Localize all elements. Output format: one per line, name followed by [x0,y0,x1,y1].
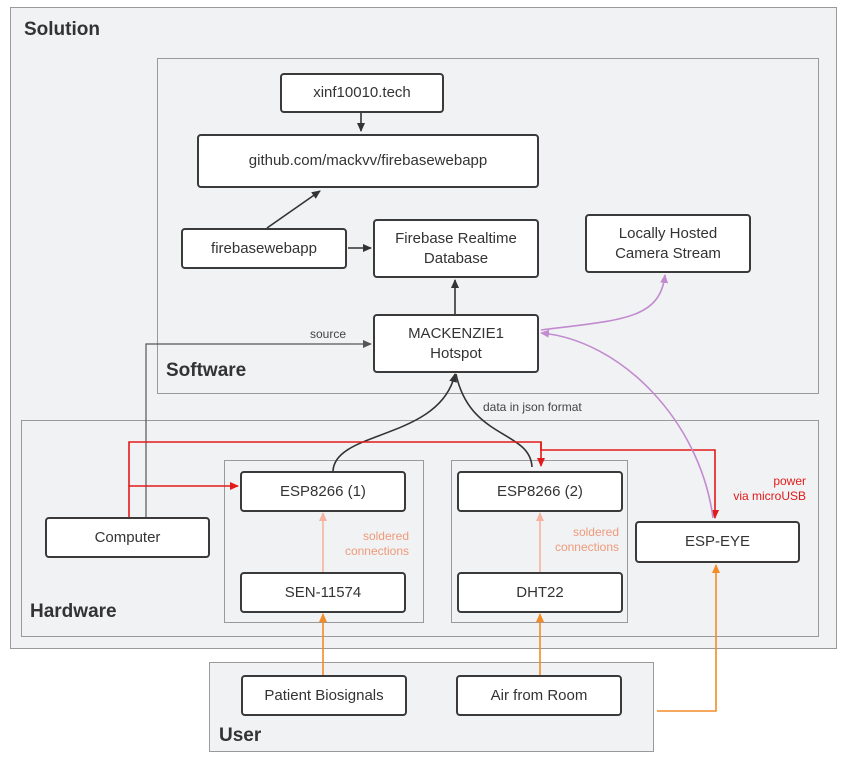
node-firebasewebapp-label: firebasewebapp [211,239,317,257]
node-hotspot: MACKENZIE1 Hotspot [373,314,539,373]
node-air-label: Air from Room [490,686,588,704]
label-soldered-2-line1: soldered [572,525,619,539]
node-sen-11574: SEN-11574 [240,572,406,613]
label-source: source [310,327,347,341]
label-soldered-2: soldered connections [540,525,619,555]
label-soldered-1-line1: soldered [362,529,409,543]
node-esp8266-1: ESP8266 (1) [240,471,406,512]
node-esp1-label: ESP8266 (1) [280,482,366,500]
hardware-title: Hardware [30,601,117,622]
node-firebasewebapp: firebasewebapp [181,228,347,269]
node-computer: Computer [45,517,210,558]
user-title: User [219,725,262,746]
label-power: power via microUSB [720,474,806,504]
label-soldered-2-line2: connections [554,540,619,554]
node-firebase-db-line1: Firebase Realtime [395,229,517,247]
node-camera-line1: Locally Hosted [618,224,718,242]
node-dht-label: DHT22 [516,583,564,601]
node-hotspot-line1: MACKENZIE1 [408,324,504,342]
label-soldered-1-line2: connections [344,544,409,558]
label-power-line1: power [773,474,806,488]
node-dht22: DHT22 [457,572,623,613]
solution-title: Solution [24,19,100,40]
node-air-from-room: Air from Room [456,675,622,716]
node-esp-eye: ESP-EYE [635,521,800,563]
node-camera-stream: Locally Hosted Camera Stream [585,214,751,273]
label-power-line2: via microUSB [733,489,806,503]
label-json-format: data in json format [483,400,582,414]
node-camera-line2: Camera Stream [615,244,721,262]
node-patient-biosignals: Patient Biosignals [241,675,407,716]
node-esp2-label: ESP8266 (2) [497,482,583,500]
node-esp8266-2: ESP8266 (2) [457,471,623,512]
node-xinf-domain: xinf10010.tech [280,73,444,113]
node-github-label: github.com/mackvv/firebasewebapp [248,152,488,169]
node-patient-label: Patient Biosignals [264,686,384,704]
node-firebase-db-line2: Database [423,249,489,267]
software-title: Software [166,360,247,381]
label-soldered-1: soldered connections [330,529,409,559]
node-github-repo: github.com/mackvv/firebasewebapp [197,134,539,188]
node-firebase-db: Firebase Realtime Database [373,219,539,278]
node-xinf-label: xinf10010.tech [313,84,411,101]
node-hotspot-line2: Hotspot [430,344,482,362]
node-sen-label: SEN-11574 [284,583,362,601]
node-espeye-label: ESP-EYE [684,533,751,550]
node-computer-label: Computer [94,528,161,546]
